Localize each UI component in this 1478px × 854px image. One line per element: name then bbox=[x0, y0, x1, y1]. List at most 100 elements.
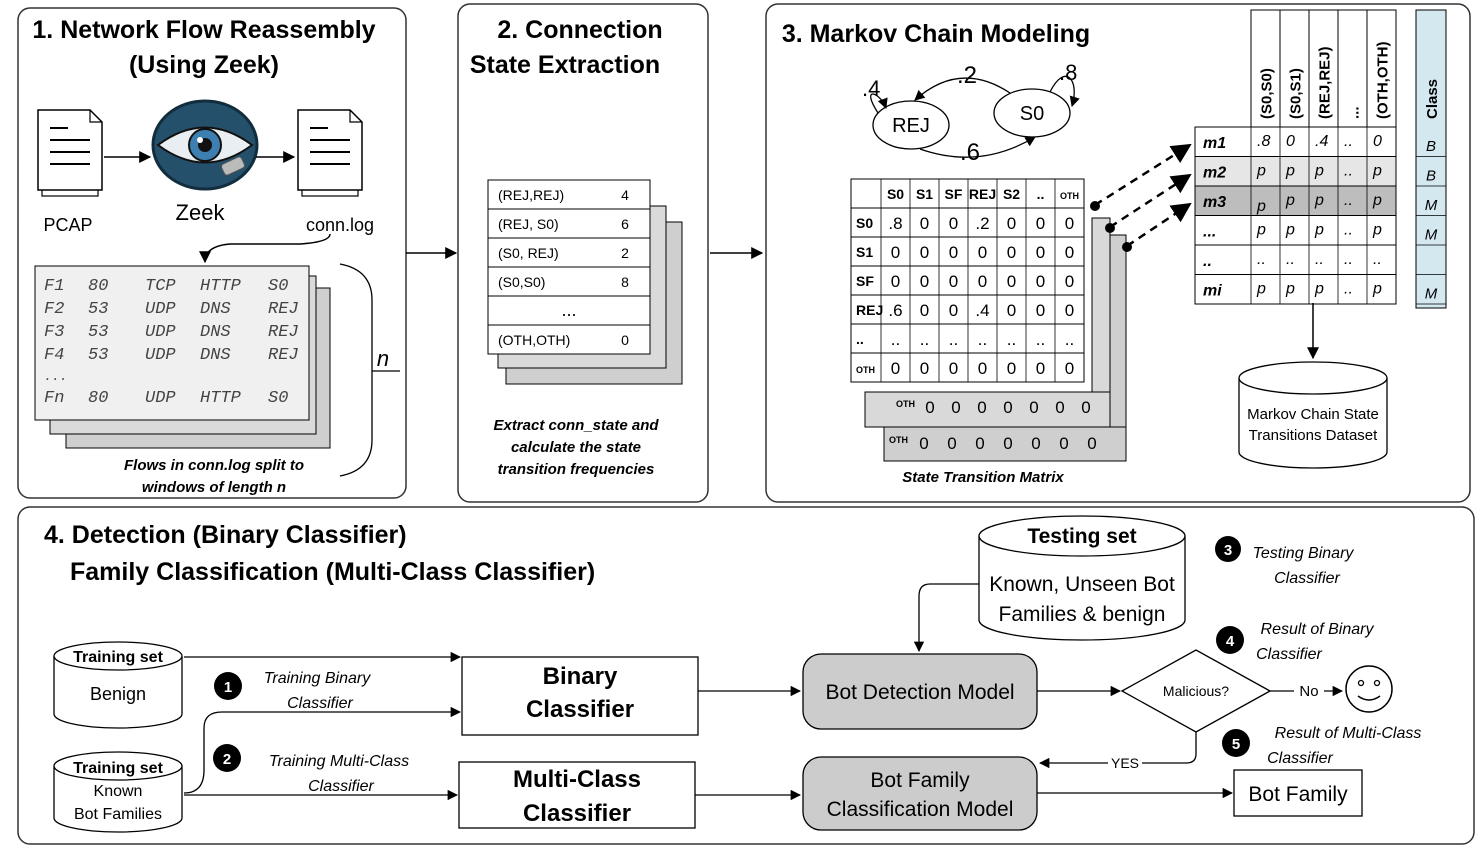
step-4-line1: Result of Binary bbox=[1261, 621, 1375, 638]
step-1: 1 Training Binary Classifier bbox=[214, 670, 371, 712]
panel2-caption-line2: calculate the state bbox=[511, 439, 641, 456]
feature-cell: p bbox=[1314, 163, 1324, 180]
connlog-document-icon bbox=[297, 109, 363, 197]
class-value: M bbox=[1425, 197, 1438, 214]
arrow-decision-yes bbox=[1038, 732, 1197, 769]
matrix-col-header: S1 bbox=[916, 186, 933, 202]
feature-col-header: (S0,S0) bbox=[1259, 68, 1276, 119]
step-5-badge bbox=[1222, 729, 1250, 757]
bot-family-label: Bot Family bbox=[1248, 783, 1348, 806]
matrix-cell: 0 bbox=[920, 359, 929, 378]
flow-cell: 53 bbox=[88, 323, 108, 342]
matrix-cell: 0 bbox=[949, 301, 958, 320]
step-4-badge bbox=[1216, 626, 1244, 654]
panel2-caption-line1: Extract conn_state and bbox=[493, 417, 659, 434]
matrix-cell: 0 bbox=[891, 272, 900, 291]
matrix-back-row-label: OTH bbox=[889, 435, 908, 445]
feature-cell: .. bbox=[1344, 251, 1353, 268]
multiclass-classifier-line1: Multi-Class bbox=[513, 766, 641, 793]
matrix-header bbox=[850, 178, 1085, 209]
known-label-line2: Bot Families bbox=[74, 806, 162, 823]
state-row bbox=[487, 208, 651, 239]
feature-cell: p bbox=[1372, 163, 1382, 180]
matrix-layer-2 bbox=[864, 391, 1111, 428]
matrix-cell: .. bbox=[891, 330, 900, 349]
class-value: M bbox=[1425, 227, 1438, 244]
step-5: 5 Result of Multi-Class Classifier bbox=[1222, 725, 1421, 767]
feature-cell: .. bbox=[1257, 251, 1266, 268]
step-3-line1: Testing Binary bbox=[1253, 545, 1355, 562]
matrix-cell: 0 bbox=[1036, 359, 1045, 378]
feature-cell: p bbox=[1256, 222, 1266, 239]
node-rej bbox=[872, 100, 950, 150]
family-model-line1: Bot Family bbox=[870, 769, 970, 792]
feature-cell: p bbox=[1256, 281, 1266, 298]
prob-s0-self: .8 bbox=[1059, 60, 1077, 85]
matrix-cell: 0 bbox=[891, 243, 900, 262]
step-3-badge bbox=[1215, 536, 1241, 562]
state-pair: (S0, REJ) bbox=[498, 245, 559, 261]
feature-cell: 0 bbox=[1373, 133, 1382, 150]
prob-rej-self: .4 bbox=[862, 76, 880, 101]
matrix-row-label: SF bbox=[856, 273, 874, 289]
dashed-arrow-m1 bbox=[1094, 143, 1192, 207]
flow-cell: DNS bbox=[200, 323, 231, 342]
flow-cell: UDP bbox=[145, 300, 176, 319]
training-set-benign-title: Training set bbox=[73, 649, 163, 666]
testing-set-line2: Families & benign bbox=[999, 603, 1166, 626]
state-row bbox=[487, 324, 651, 355]
matrix-back-cell: 0 bbox=[951, 398, 960, 417]
matrix-back-cell: 0 bbox=[975, 434, 984, 453]
feature-col-header-cell bbox=[1279, 9, 1310, 128]
matrix-row-label: .. bbox=[856, 331, 864, 347]
flow-cell: UDP bbox=[145, 389, 176, 408]
feature-cell: p bbox=[1256, 198, 1266, 215]
dashed-arrow-m3-origin bbox=[1122, 242, 1132, 252]
matrix-cell: 0 bbox=[978, 272, 987, 291]
no-label-bg bbox=[1294, 682, 1324, 700]
matrix-cell: 0 bbox=[1036, 272, 1045, 291]
flow-cell: Fn bbox=[44, 389, 64, 408]
feature-col-header: ... bbox=[1346, 106, 1363, 119]
matrix-back-row-label: OTH bbox=[896, 399, 915, 409]
step-4-number: 4 bbox=[1226, 633, 1235, 650]
step-1-number: 1 bbox=[224, 679, 232, 696]
panel2-title-line1: 2. Connection bbox=[497, 16, 662, 44]
dataset-cylinder bbox=[1238, 361, 1388, 469]
matrix-cell: 0 bbox=[949, 272, 958, 291]
dashed-arrow-m3 bbox=[1126, 202, 1192, 248]
flow-cell: 80 bbox=[88, 389, 108, 408]
multiclass-classifier-box bbox=[458, 761, 696, 829]
feature-cell: 0 bbox=[1286, 133, 1295, 150]
flow-cell: TCP bbox=[145, 277, 176, 296]
matrix-col-header: S0 bbox=[887, 186, 904, 202]
feature-cell: p bbox=[1372, 192, 1382, 209]
binary-classifier-line1: Binary bbox=[543, 663, 618, 690]
matrix-back-cell: 0 bbox=[1029, 398, 1038, 417]
feature-cell: .. bbox=[1344, 222, 1353, 239]
step-1-line2: Classifier bbox=[287, 695, 353, 712]
matrix-cell: .. bbox=[949, 330, 958, 349]
feature-row bbox=[1194, 215, 1397, 246]
feature-cell: p bbox=[1285, 192, 1295, 209]
flow-cell: S0 bbox=[268, 389, 288, 408]
feature-cell: p bbox=[1314, 281, 1324, 298]
flow-cell: F4 bbox=[44, 346, 64, 365]
matrix-col-header: REJ bbox=[969, 186, 996, 202]
yes-label: YES bbox=[1111, 755, 1139, 771]
state-count: 8 bbox=[621, 274, 629, 290]
matrix-row-label: REJ bbox=[856, 302, 883, 318]
feature-cell: p bbox=[1314, 192, 1324, 209]
step-5-number: 5 bbox=[1232, 736, 1240, 753]
state-count: 2 bbox=[621, 245, 629, 261]
step-1-line1: Training Binary bbox=[264, 670, 371, 687]
step-3-number: 3 bbox=[1224, 542, 1232, 559]
matrix-back-cell: 0 bbox=[919, 434, 928, 453]
arrow-known-binary bbox=[183, 706, 462, 794]
training-set-known-cylinder bbox=[53, 751, 183, 833]
flow-cell: UDP bbox=[145, 323, 176, 342]
state-row bbox=[487, 295, 651, 326]
matrix-col-header: S2 bbox=[1003, 186, 1020, 202]
matrix-cell: .. bbox=[978, 330, 987, 349]
panel4-title-line1: 4. Detection (Binary Classifier) bbox=[44, 521, 407, 549]
